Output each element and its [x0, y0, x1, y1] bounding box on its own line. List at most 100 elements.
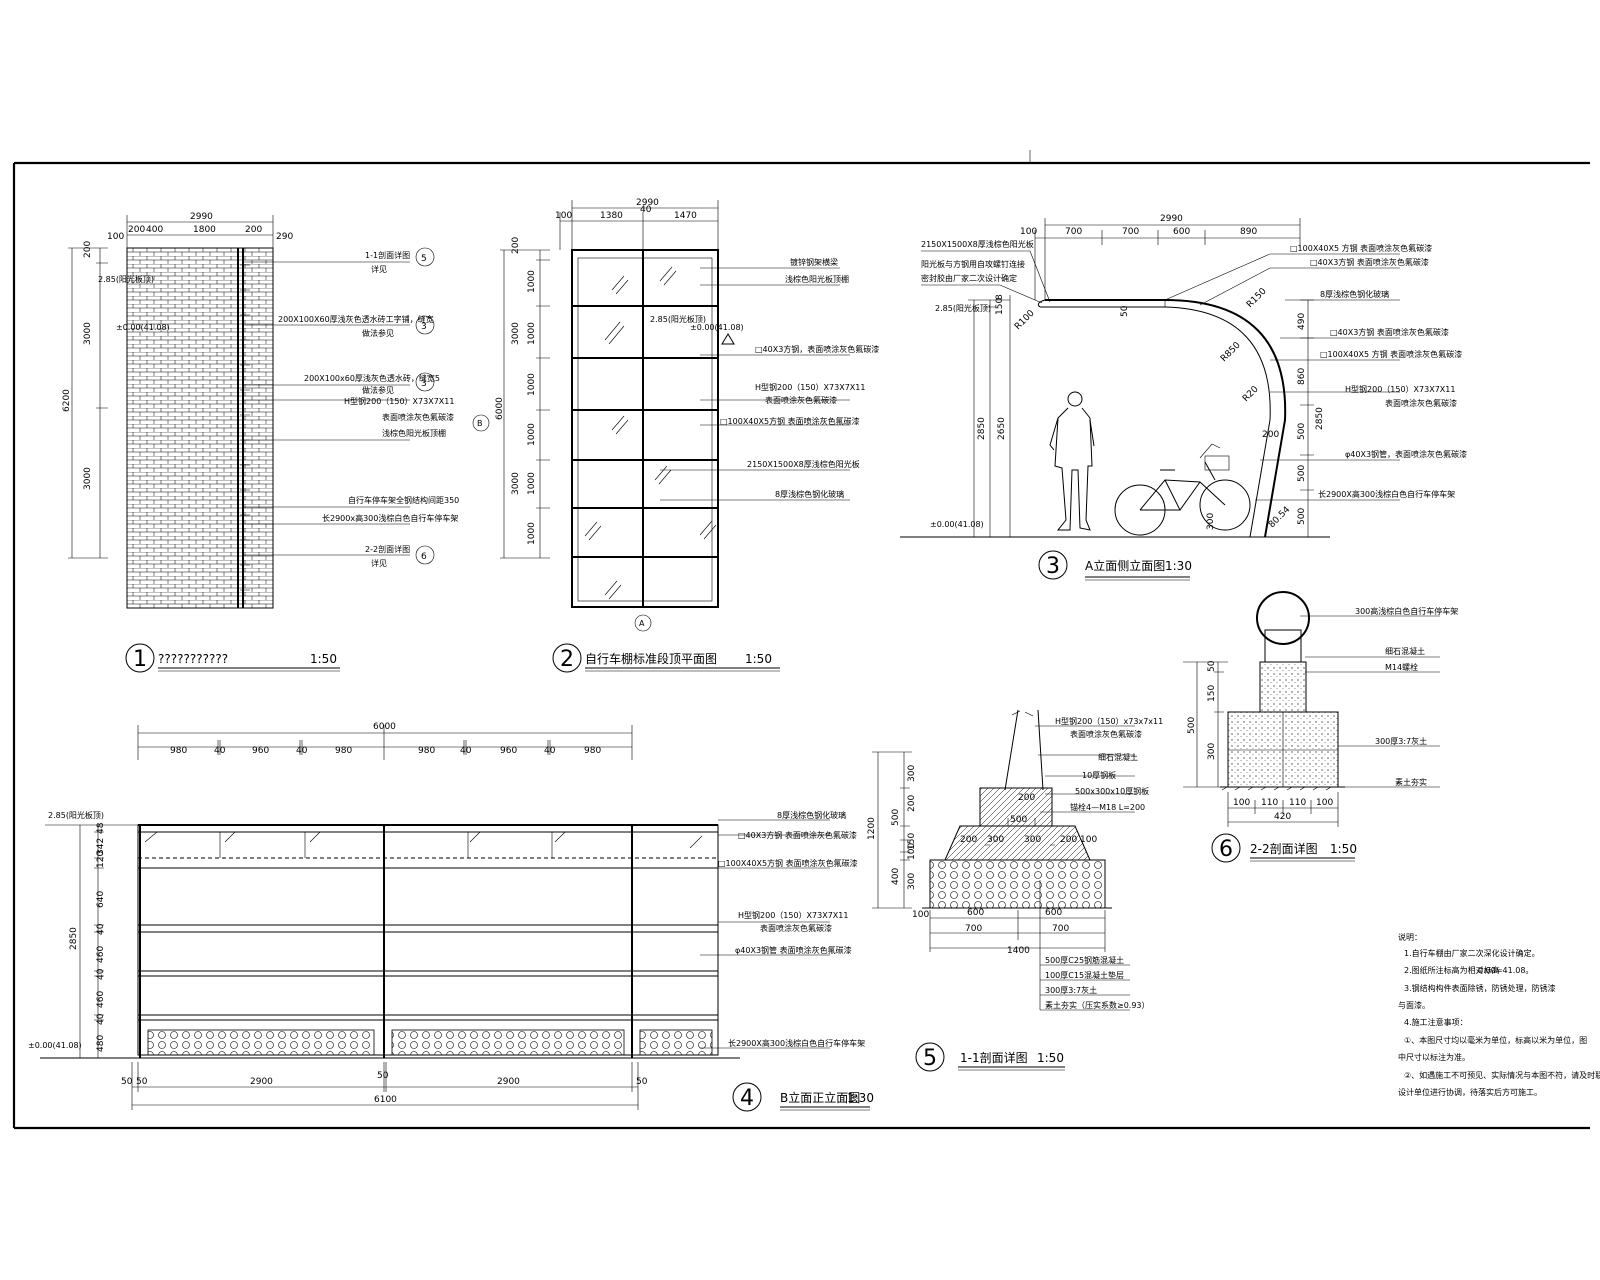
v5-dl-3: 500	[891, 809, 901, 826]
v3-note-10: φ40X3钢管，表面喷涂灰色氟碳漆	[1345, 449, 1467, 459]
v5-dl-5: 150	[907, 833, 917, 850]
v3-dl-2: 2850	[977, 417, 987, 440]
v2-dl-4: 1000	[527, 373, 537, 396]
notes-item-5: 4.施工注意事项：	[1404, 1017, 1468, 1027]
v3-note-2: 密封胶由厂家二次设计确定	[921, 273, 1017, 283]
v3-note-11: 长2900X高300浅棕白色自行车停车架	[1318, 489, 1455, 499]
v6-scale: 1:50	[1330, 842, 1357, 856]
v4-db-4: 2900	[497, 1077, 520, 1087]
v1-note-0: 1-1剖面详图	[365, 250, 410, 260]
v3-note-6: □40X3方钢 表面喷涂灰色氟碳漆	[1330, 327, 1449, 337]
v6-note-2: M14螺栓	[1385, 662, 1418, 672]
v2-note-3: H型钢200（150）X73X7X11	[755, 382, 865, 392]
v2-level: 2.85(阳光板顶)	[650, 314, 706, 324]
v4-note-2: □100X40X5方钢 表面喷涂灰色氟碳漆	[718, 858, 858, 868]
v1-note-2: 200X100X60厚浅灰色透水砖工字铺，缝宽	[278, 314, 434, 324]
v6-dl-1: 150	[1207, 685, 1217, 702]
v6-title-num: 6	[1219, 837, 1233, 862]
v5-in-3: 300	[987, 835, 1004, 845]
v1-dim-100: 100	[107, 232, 124, 242]
v5-in-0: 200	[1018, 793, 1035, 803]
v6-db-2: 110	[1289, 798, 1306, 808]
v1-note-5: 做法参见	[362, 385, 394, 395]
v1-dim-top-total: 2990	[190, 212, 213, 222]
notes-item-9: 设计单位进行协调，待落实后方可施工。	[1398, 1087, 1542, 1097]
v6-dl-0: 50	[1207, 660, 1217, 672]
v3-note-9: 表面喷涂灰色氟碳漆	[1385, 398, 1457, 408]
v5-note-8: 300厚3:7灰土	[1045, 985, 1097, 995]
v5-db-3: 700	[1052, 924, 1069, 934]
v5-db-4: 1400	[1007, 946, 1030, 956]
v1-level0: ±0.00(41.08)	[116, 323, 170, 332]
v4-dt-3: 960	[252, 746, 269, 756]
notes-item-1: 2.图纸所注标高为相对标高	[1404, 965, 1500, 975]
notes-item-6: ①、本图尺寸均以毫米为单位，标高以米为单位，图	[1404, 1035, 1587, 1045]
v3-arc-1: R850	[1219, 340, 1243, 364]
v2-dim-1380: 1380	[600, 211, 623, 221]
column	[1004, 709, 1044, 791]
v3-note-1: 阳光板与方钢用自攻螺钉连接	[921, 259, 1025, 269]
v2-note-0: 镀锌钢架横梁	[790, 257, 838, 267]
v5-note-1: 表面喷涂灰色氟碳漆	[1070, 729, 1142, 739]
v3-dr-1: 860	[1297, 368, 1307, 385]
notes-heading: 说明：	[1398, 932, 1422, 942]
v4-db-3: 50	[377, 1071, 389, 1081]
v2-marker-a: A	[639, 619, 645, 628]
v2-level2: ±0.00(41.08)	[690, 323, 744, 332]
view-1-plan: 2990 200 400 1800 200 290 100 200 3000 6…	[62, 212, 459, 673]
v4-dt-9: 40	[544, 746, 556, 756]
v3-dr-5: 500	[1297, 508, 1307, 525]
person-figure	[1049, 391, 1095, 531]
v2-marker-b: B	[477, 419, 483, 428]
v4-level: 2.85(阳光板顶)	[48, 810, 104, 820]
v6-dl-3: 300	[1207, 743, 1217, 760]
v1-dim-200b: 200	[245, 225, 262, 235]
view-6-section-2-2: 50 150 500 300 100 110 110 100 420 300高浅…	[1183, 591, 1458, 863]
v3-dim-700a: 700	[1065, 227, 1082, 237]
v4-note-3: H型钢200（150）X73X7X11	[738, 910, 848, 920]
v1-note-7: 表面喷涂灰色氟碳漆	[382, 412, 454, 422]
v2-dim-1470: 1470	[674, 211, 697, 221]
v3-dl-1: 8	[995, 294, 1005, 300]
v1-note-3: 做法参见	[362, 328, 394, 338]
v2-dim-total: 2990	[636, 198, 659, 208]
v4-dt-2: 40	[214, 746, 226, 756]
v2-note-1: 浅棕色阳光板顶棚	[785, 274, 849, 284]
v5-dl-0: 300	[907, 765, 917, 782]
v4-dt-1: 980	[170, 746, 187, 756]
v1-callout-circle	[415, 247, 435, 267]
v5-note-0: H型钢200（150）x73x7x11	[1055, 716, 1163, 726]
v5-dl-8: 100	[912, 910, 929, 920]
v5-note-2: 细石混凝土	[1098, 752, 1138, 762]
v4-dl-2: 342	[96, 838, 106, 855]
v1-title: ???????????	[158, 652, 228, 666]
view-3-side-elevation: 2990 100 700 700 600 890 2.85(阳光板顶) ±0.0…	[900, 214, 1467, 581]
v5-scale: 1:50	[1037, 1051, 1064, 1065]
v6-db-3: 100	[1316, 798, 1333, 808]
v1-note-9: 自行车停车架全钢结构间距350	[348, 495, 459, 505]
v5-note-4: 500x300x10厚钢板	[1075, 786, 1149, 796]
v1-scale: 1:50	[310, 652, 337, 666]
v1-note-4: 200X100x60厚浅灰色透水砖，缝宽5	[304, 373, 440, 383]
v2-dl-8: 1000	[527, 472, 537, 495]
v6-dl-2: 500	[1187, 717, 1197, 734]
v3-scale: 1:30	[1165, 559, 1192, 573]
v3-dim-600: 600	[1173, 227, 1190, 237]
v5-in-2: 200	[960, 835, 977, 845]
v5-dl-1: 200	[907, 795, 917, 812]
v2-dl-5: 6000	[495, 397, 505, 420]
v1-note-8: 浅棕色阳光板顶棚	[382, 428, 446, 438]
notes-item-4: 与面漆。	[1398, 1000, 1430, 1010]
v4-db-1: 50	[136, 1077, 148, 1087]
v4-title: B立面正立面图	[780, 1090, 860, 1105]
v3-arc-2: R20	[1241, 384, 1261, 404]
v1-title-num: 1	[133, 647, 147, 672]
v6-note-0: 300高浅棕白色自行车停车架	[1355, 606, 1458, 616]
v1-callout-0: 5	[421, 254, 427, 264]
v5-db-2: 700	[965, 924, 982, 934]
v3-dl-0: 150	[995, 298, 1005, 315]
v2-scale: 1:50	[745, 652, 772, 666]
v2-dl-1: 1000	[527, 270, 537, 293]
v1-note-11: 2-2剖面详图	[365, 544, 410, 554]
